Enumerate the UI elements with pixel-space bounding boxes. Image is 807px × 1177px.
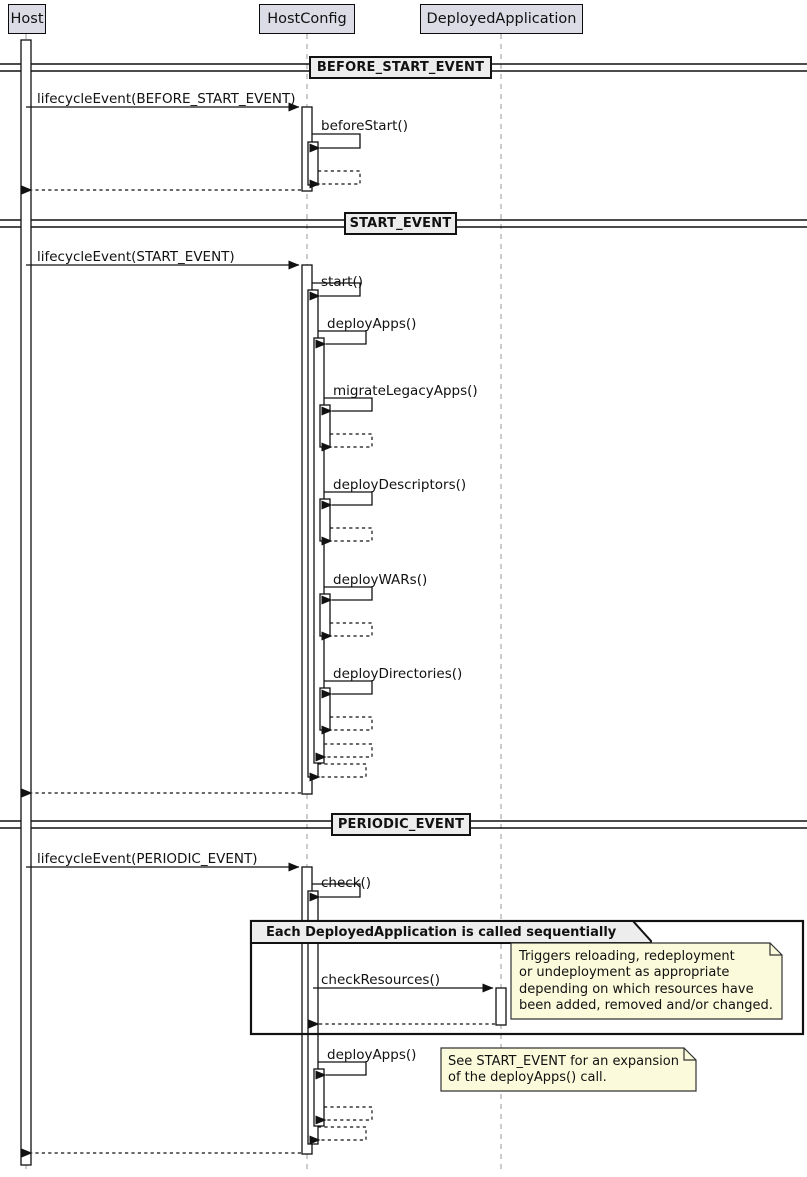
note-check-resources-shape [510,942,783,1020]
message-label-start: start() [321,274,363,290]
note-check-resources-text: Triggers reloading, redeployment or unde… [519,949,773,1014]
message-label-migratelegacyapps: migrateLegacyApps() [333,383,478,399]
activation-deploydirectories [319,687,331,731]
message-label-deployapps-periodic: deployApps() [327,1047,417,1063]
divider-before-start-event-label: BEFORE_START_EVENT [316,60,485,75]
activation-host [20,39,32,1166]
return-beforestart [309,170,361,189]
participant-host-label: Host [10,11,44,27]
message-label-deploydescriptors: deployDescriptors() [333,477,467,493]
message-label-lifecycle-before-start: lifecycleEvent(BEFORE_START_EVENT) [37,91,296,107]
activation-deployapps [313,337,325,764]
return-deploydescriptors [321,527,373,546]
call-arrows [26,102,494,993]
selfcall-deploywars [321,586,373,605]
participant-host[interactable]: Host [8,4,46,34]
return-arrows [21,170,495,1158]
activation-deployedapp-checkresources [495,987,507,1026]
return-start [309,763,367,782]
group-frame-title-tab [250,920,652,944]
message-label-beforestart: beforeStart() [321,118,408,134]
lifelines [25,34,502,1172]
divider-rules [0,63,807,829]
note-check-resources-fold [769,943,782,956]
message-label-deploywars: deployWARs() [333,572,428,588]
divider-start-event-label: START_EVENT [349,216,452,231]
note-deploy-apps-shape [440,1047,697,1092]
return-deployapps [315,743,373,762]
message-label-lifecycle-periodic: lifecycleEvent(PERIODIC_EVENT) [37,851,258,867]
selfcall-deployapps [315,330,367,349]
notes [440,942,783,1092]
message-label-deployapps: deployApps() [327,316,417,332]
selfcall-start [309,282,361,301]
group-frame-title: Each DeployedApplication is called seque… [253,923,631,942]
self-call-loops [309,133,373,1080]
note-deploy-apps-fold [683,1048,696,1061]
selfcall-deploydescriptors [321,491,373,510]
group-frame [249,919,805,1036]
selfcall-deploydirectories [321,680,373,699]
participant-hostconfig-label: HostConfig [267,11,347,27]
divider-start-event: START_EVENT [344,212,457,235]
return-deploywars [321,622,373,641]
note-deploy-apps-text: See START_EVENT for an expansion of the … [448,1054,679,1086]
message-label-checkresources: checkResources() [321,972,441,988]
return-deployapps-periodic [315,1106,373,1125]
message-label-check: check() [321,875,372,891]
message-label-lifecycle-start: lifecycleEvent(START_EVENT) [37,249,235,265]
activation-deployapps-2 [313,1068,325,1127]
message-label-deploydirectories: deployDirectories() [333,666,463,682]
return-migratelegacyapps [321,433,373,452]
selfcall-check [309,883,361,902]
activation-bars [20,39,507,1166]
divider-periodic-event: PERIODIC_EVENT [331,813,471,836]
participant-deployedapplication[interactable]: DeployedApplication [420,4,583,34]
divider-before-start-event: BEFORE_START_EVENT [309,56,492,79]
selfcall-deployapps-periodic [315,1061,367,1080]
activation-deploydescriptors [319,498,331,542]
activation-deploywars [319,593,331,637]
participant-hostconfig[interactable]: HostConfig [259,4,355,34]
return-check [309,1126,367,1145]
selfcall-beforestart [309,133,361,153]
divider-periodic-event-label: PERIODIC_EVENT [337,817,465,832]
activation-migratelegacyapps [319,404,331,448]
activation-beforestart [307,141,319,186]
group-frame-title-label: Each DeployedApplication is called seque… [266,925,617,940]
return-deploydirectories [321,716,373,735]
participant-deployedapplication-label: DeployedApplication [426,11,577,27]
selfcall-migratelegacyapps [321,397,373,416]
